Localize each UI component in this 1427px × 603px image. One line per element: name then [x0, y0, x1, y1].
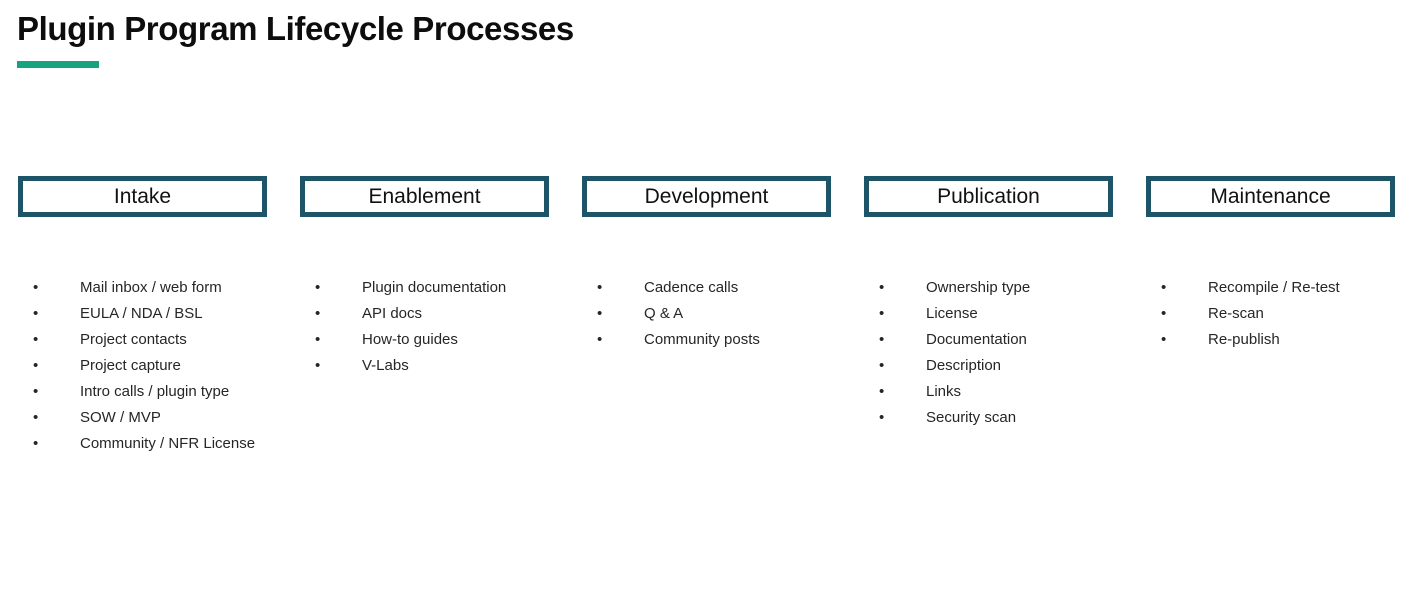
bullet-icon: • [315, 279, 321, 296]
bullet-icon: • [597, 305, 603, 322]
phase-header-enablement[interactable]: Enablement [300, 176, 549, 217]
bullet-icon: • [597, 331, 603, 348]
list-item: • Community / NFR License [33, 431, 333, 457]
list-item: • EULA / NDA / BSL [33, 301, 333, 327]
phase-item-list-enablement: • Plugin documentation • API docs • How-… [315, 275, 615, 379]
list-item: • Security scan [879, 405, 1179, 431]
list-item: • Mail inbox / web form [33, 275, 333, 301]
phase-column-publication: Publication • Ownership type • License •… [864, 176, 1113, 426]
bullet-icon: • [597, 279, 603, 296]
list-item-label: Links [926, 383, 962, 400]
list-item: • Recompile / Re-test [1161, 275, 1427, 301]
list-item: • Intro calls / plugin type [33, 379, 333, 405]
bullet-icon: • [879, 357, 885, 374]
bullet-icon: • [33, 357, 39, 374]
list-item: • SOW / MVP [33, 405, 333, 431]
list-item-label: Re-scan [1208, 305, 1264, 322]
title-accent-bar [17, 61, 99, 68]
list-item-label: Q & A [644, 305, 684, 322]
bullet-icon: • [1161, 279, 1167, 296]
list-item-label: SOW / MVP [80, 409, 161, 426]
list-item: • Project contacts [33, 327, 333, 353]
phase-header-development[interactable]: Development [582, 176, 831, 217]
list-item: • Ownership type [879, 275, 1179, 301]
list-item-label: EULA / NDA / BSL [80, 305, 203, 322]
phase-header-intake[interactable]: Intake [18, 176, 267, 217]
phase-label: Enablement [368, 185, 481, 208]
page-title: Plugin Program Lifecycle Processes [17, 10, 574, 47]
bullet-icon: • [33, 331, 39, 348]
list-item-label: Security scan [926, 409, 1017, 426]
list-item-label: V-Labs [362, 357, 409, 374]
phase-column-intake: Intake • Mail inbox / web form • EULA / … [18, 176, 267, 452]
list-item-label: Ownership type [926, 279, 1031, 296]
list-item-label: Intro calls / plugin type [80, 383, 230, 400]
bullet-icon: • [879, 305, 885, 322]
bullet-icon: • [879, 331, 885, 348]
list-item: • V-Labs [315, 353, 615, 379]
phase-item-list-development: • Cadence calls • Q & A • Community post… [597, 275, 897, 353]
bullet-icon: • [879, 383, 885, 400]
list-item-label: Project capture [80, 357, 181, 374]
bullet-icon: • [315, 331, 321, 348]
bullet-icon: • [33, 409, 39, 426]
list-item-label: Community posts [644, 331, 760, 348]
list-item: • How-to guides [315, 327, 615, 353]
phase-header-publication[interactable]: Publication [864, 176, 1113, 217]
phase-column-development: Development • Cadence calls • Q & A • Co… [582, 176, 831, 348]
list-item-label: Recompile / Re-test [1208, 279, 1340, 296]
phase-column-maintenance: Maintenance • Recompile / Re-test • Re-s… [1146, 176, 1395, 348]
phase-item-list-maintenance: • Recompile / Re-test • Re-scan • Re-pub… [1161, 275, 1427, 353]
phase-item-list-intake: • Mail inbox / web form • EULA / NDA / B… [33, 275, 333, 457]
bullet-icon: • [315, 357, 321, 374]
list-item-label: License [926, 305, 978, 322]
list-item: • Q & A [597, 301, 897, 327]
list-item-label: Description [926, 357, 1002, 374]
bullet-icon: • [33, 305, 39, 322]
list-item-label: API docs [362, 305, 423, 322]
phase-item-list-publication: • Ownership type • License • Documentati… [879, 275, 1179, 431]
list-item: • Description [879, 353, 1179, 379]
list-item: • Project capture [33, 353, 333, 379]
bullet-icon: • [1161, 331, 1167, 348]
list-item-label: Plugin documentation [362, 279, 507, 296]
bullet-icon: • [33, 383, 39, 400]
list-item: • Re-scan [1161, 301, 1427, 327]
phase-header-maintenance[interactable]: Maintenance [1146, 176, 1395, 217]
list-item-label: Project contacts [80, 331, 187, 348]
list-item-label: Cadence calls [644, 279, 739, 296]
phase-label: Publication [937, 185, 1040, 208]
bullet-icon: • [879, 279, 885, 296]
list-item-label: Mail inbox / web form [80, 279, 222, 296]
list-item-label: Re-publish [1208, 331, 1280, 348]
list-item-label: Community / NFR License [80, 435, 256, 452]
bullet-icon: • [1161, 305, 1167, 322]
list-item: • Community posts [597, 327, 897, 353]
list-item: • Re-publish [1161, 327, 1427, 353]
lifecycle-columns: Intake • Mail inbox / web form • EULA / … [0, 176, 1427, 476]
list-item-label: How-to guides [362, 331, 458, 348]
list-item: • Cadence calls [597, 275, 897, 301]
list-item: • API docs [315, 301, 615, 327]
phase-column-enablement: Enablement • Plugin documentation • API … [300, 176, 549, 374]
list-item: • Documentation [879, 327, 1179, 353]
phase-label: Maintenance [1210, 185, 1331, 208]
list-item-label: Documentation [926, 331, 1027, 348]
list-item: • License [879, 301, 1179, 327]
bullet-icon: • [879, 409, 885, 426]
bullet-icon: • [315, 305, 321, 322]
phase-label: Development [644, 185, 769, 208]
list-item: • Links [879, 379, 1179, 405]
bullet-icon: • [33, 435, 39, 452]
list-item: • Plugin documentation [315, 275, 615, 301]
phase-label: Intake [113, 185, 172, 208]
bullet-icon: • [33, 279, 39, 296]
